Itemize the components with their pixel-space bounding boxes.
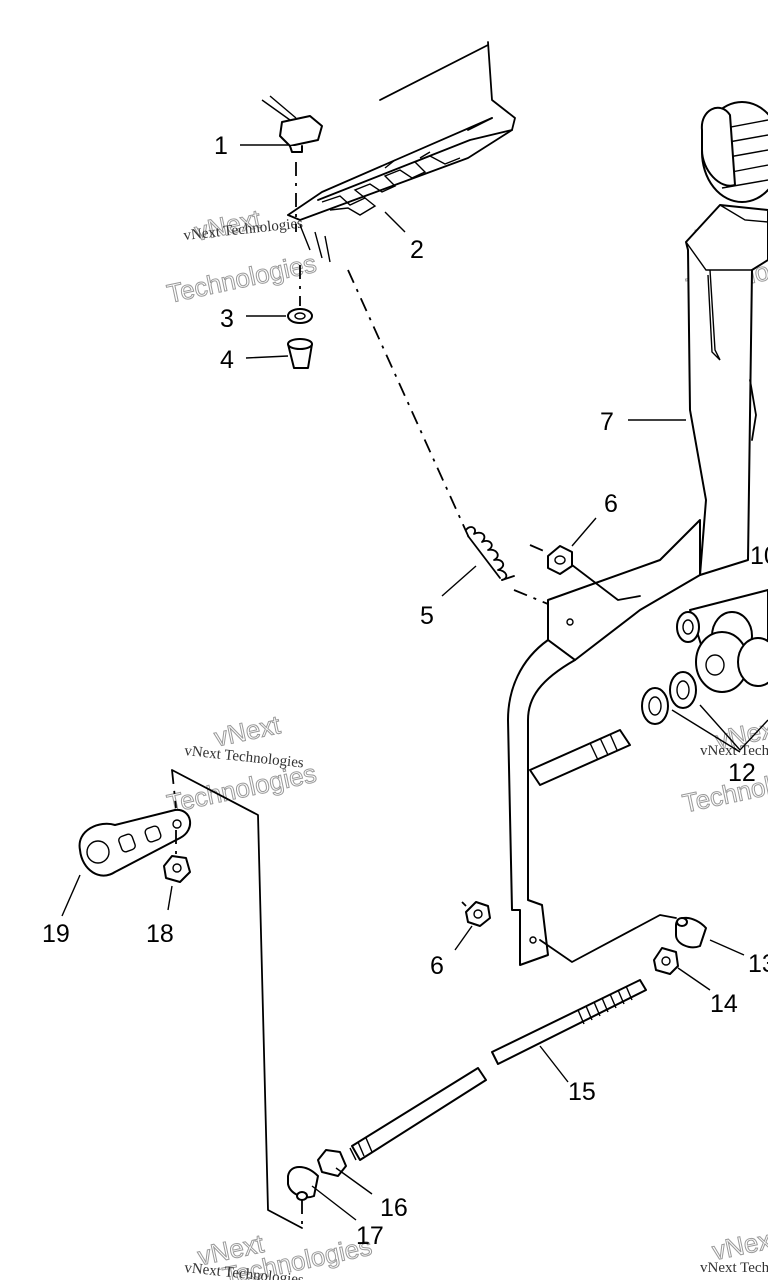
callout-12: 12 <box>728 759 756 787</box>
brake-rod <box>349 979 647 1161</box>
jam-nut-part-14 <box>653 947 679 975</box>
callout-1: 1 <box>214 132 228 160</box>
brake-lever-part-19 <box>78 808 191 877</box>
washer-right <box>669 671 697 709</box>
nut-upper <box>547 545 573 575</box>
callout-15: 15 <box>568 1078 596 1106</box>
rod-end-part-17 <box>287 1166 319 1199</box>
callout-19: 19 <box>42 920 70 948</box>
watermark-logo-bottom: Technologies <box>164 248 319 309</box>
callout-18: 18 <box>146 920 174 948</box>
callout-3: 3 <box>220 305 234 333</box>
spring-alignment-line <box>347 269 471 541</box>
leader-lines <box>61 144 768 1221</box>
washer-part-3 <box>287 308 313 324</box>
callout-6-lower: 6 <box>430 952 444 980</box>
watermark-caption: vNext Technologies <box>700 1260 768 1276</box>
lever-routing-line <box>171 769 303 1229</box>
callout-5: 5 <box>420 602 434 630</box>
callout-4: 4 <box>220 346 234 374</box>
floor-panel <box>287 41 516 263</box>
watermark-group-bottom: vNext Technologies <box>195 1228 375 1280</box>
callout-7: 7 <box>600 408 614 436</box>
watermark-caption: vNext Technologies <box>700 743 768 759</box>
callout-14: 14 <box>710 990 738 1018</box>
callout-16: 16 <box>380 1194 408 1222</box>
return-spring <box>465 526 515 581</box>
callout-6-upper: 6 <box>604 490 618 518</box>
nut-lower <box>465 901 491 927</box>
washer-left <box>641 687 669 725</box>
brake-pedal-arm <box>507 101 768 966</box>
callout-13: 13 <box>748 950 768 978</box>
brake-light-switch <box>261 95 323 153</box>
callout-2: 2 <box>410 236 424 264</box>
nut-part-18 <box>163 855 191 883</box>
callout-17: 17 <box>356 1222 384 1250</box>
callout-10: 10 <box>750 542 768 570</box>
washer-upper <box>676 611 700 643</box>
watermark-caption: vNext Technologies <box>184 743 305 771</box>
